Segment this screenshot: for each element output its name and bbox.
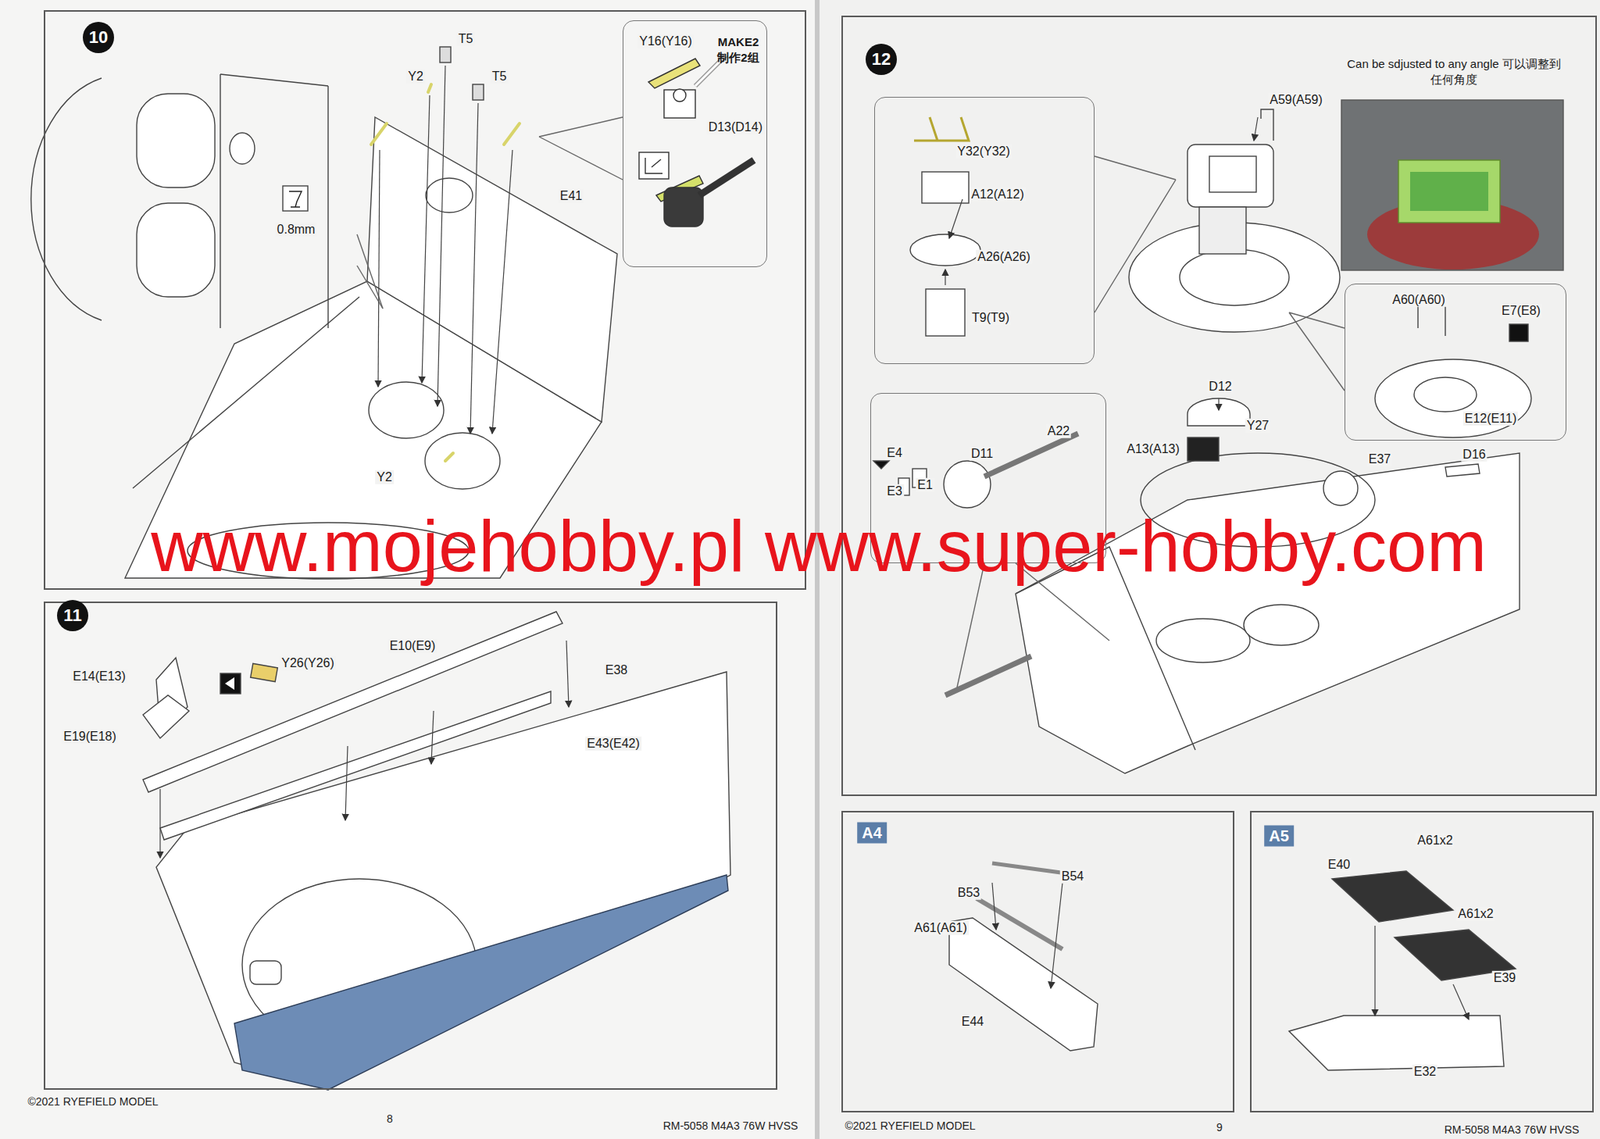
- part-label: Y2: [406, 69, 425, 84]
- part-label: E3: [885, 484, 904, 499]
- detail-inset: Y32(Y32) A12(A12) A26(A26) T9(T9): [874, 96, 1095, 365]
- part-label: Y26(Y26): [279, 656, 336, 671]
- part-label: A13(A13): [1125, 442, 1182, 457]
- part-label: E40: [1326, 857, 1352, 872]
- footer-text: RM-5058 M4A3 76W HVSS: [663, 1119, 799, 1133]
- part-label: A59(A59): [1267, 92, 1325, 108]
- step-panel: 10 Y16(Y16) MAKE2 制作2组 D13(D14): [43, 10, 807, 590]
- part-label: A22: [1046, 424, 1072, 439]
- part-label: E10(E9): [388, 639, 438, 654]
- option-panel: A4B54B53A61(A61) E44: [841, 810, 1235, 1113]
- photo-box: Can be sdjusted to any angle 可以调整到任何角度: [1341, 48, 1564, 271]
- part-label: D13(D14): [707, 120, 765, 135]
- part-label: A12(A12): [969, 187, 1026, 202]
- part-label: E4: [885, 446, 904, 461]
- note-text: Can be sdjusted to any angle 可以调整到任何角度: [1344, 56, 1564, 89]
- footer-text: ©2021 RYEFIELD MODEL: [27, 1095, 158, 1108]
- part-label: D12: [1207, 379, 1233, 394]
- part-label: A61(A61): [912, 921, 969, 936]
- footer-text: 8: [386, 1112, 393, 1125]
- part-label: Y27: [1245, 418, 1271, 433]
- part-label: E38: [603, 663, 629, 678]
- option-badge: A4: [857, 822, 887, 844]
- footer-text: 9: [1216, 1121, 1223, 1134]
- part-label: B54: [1060, 869, 1086, 884]
- part-label: Y16(Y16): [637, 34, 694, 49]
- part-label: E41: [558, 189, 584, 204]
- step-number: 10: [82, 21, 115, 54]
- part-label: E7(E8): [1500, 303, 1543, 318]
- part-label: E32: [1412, 1064, 1438, 1079]
- part-label: A61x2: [1456, 907, 1495, 922]
- quantity-note: MAKE2 制作2组: [713, 34, 764, 65]
- part-label: Y32(Y32): [955, 144, 1012, 159]
- part-label: E37: [1367, 452, 1393, 467]
- option-panel: A5A61x2E40A61x2E39E32: [1250, 810, 1594, 1113]
- part-label: Y2: [375, 470, 394, 485]
- watermark: www.mojehobby.pl www.super-hobby.com: [150, 510, 1487, 583]
- part-label: A61x2: [1415, 833, 1454, 848]
- part-label: E39: [1492, 971, 1518, 986]
- part-label: A60(A60): [1390, 292, 1447, 308]
- option-badge: A5: [1264, 825, 1294, 847]
- detail-inset: A60(A60) E7(E8) E12(E11): [1344, 283, 1567, 441]
- part-label: B53: [956, 885, 982, 900]
- footer-text: RM-5058 M4A3 76W HVSS: [1444, 1123, 1580, 1136]
- step-panel: 12Y32(Y32) A12(A12) A26(A26) T9(T9) Can be s…: [841, 15, 1597, 797]
- part-label: 0.8mm: [275, 222, 318, 237]
- part-label: E44: [960, 1014, 986, 1029]
- part-label: E1: [915, 478, 935, 493]
- part-label: E12(E11): [1463, 411, 1518, 426]
- part-label: T5: [457, 32, 475, 47]
- part-label: E14(E13): [71, 669, 128, 684]
- part-label: T9(T9): [970, 310, 1011, 325]
- part-label: D16: [1460, 447, 1487, 462]
- detail-inset: Y16(Y16) MAKE2 制作2组 D13(D14): [622, 20, 768, 268]
- step-number: 12: [865, 43, 897, 75]
- part-label: A26(A26): [975, 250, 1033, 265]
- part-label: E19(E18): [61, 729, 118, 744]
- step-panel: 11: [43, 601, 778, 1090]
- part-label: E43(E42): [585, 736, 642, 751]
- part-label: D11: [969, 446, 995, 461]
- part-label: T5: [490, 69, 509, 84]
- footer-text: ©2021 RYEFIELD MODEL: [844, 1119, 975, 1133]
- step-number: 11: [57, 600, 89, 632]
